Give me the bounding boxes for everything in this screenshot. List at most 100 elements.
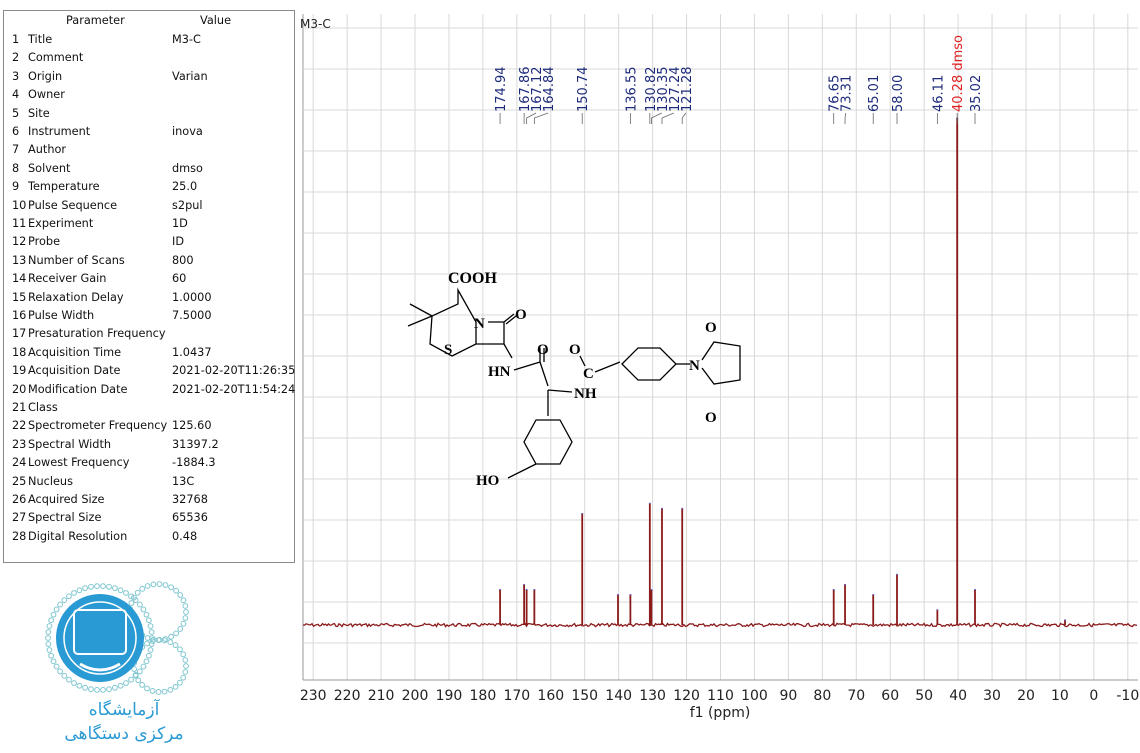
peak-label: 35.02 — [969, 75, 984, 112]
parameter-row-number: 27 — [12, 511, 27, 525]
logo-bead — [180, 651, 187, 658]
parameter-row-name: Title — [28, 33, 53, 46]
logo-bead — [182, 615, 189, 621]
logo-bead — [180, 620, 187, 627]
logo-bead — [132, 672, 139, 679]
x-tick-label: 130 — [639, 688, 666, 704]
logo-bead — [57, 668, 64, 675]
logo-bead — [144, 685, 150, 692]
parameter-row-value: 65536 — [172, 511, 208, 525]
structure-label-c: C — [583, 366, 594, 382]
logo-bead — [53, 606, 60, 613]
logo-laurel — [79, 662, 121, 672]
logo-bead — [139, 682, 146, 688]
structure-label-o-amide1: O — [537, 342, 549, 358]
logo-bead — [71, 680, 77, 686]
parameter-row-name: Author — [28, 143, 67, 157]
logo-bead — [66, 676, 72, 683]
logo-bead — [145, 652, 152, 659]
parameter-row-number: 4 — [12, 88, 20, 102]
logo-bead — [88, 686, 94, 693]
structure-label-n-maleimide: N — [689, 358, 700, 374]
peak-label: 73.31 — [840, 75, 855, 112]
logo-bead — [177, 679, 183, 686]
parameter-row-value: 2021-02-20T11:26:35 — [172, 364, 296, 378]
logo-bead — [106, 686, 112, 693]
logo-bead — [66, 593, 72, 600]
parameter-table-header: Parameter Value — [4, 13, 294, 29]
parameter-row-value: 60 — [172, 272, 187, 286]
parameter-row-name: Acquisition Date — [28, 364, 121, 378]
structure-label-nh: NH — [574, 386, 597, 402]
peak-label-connector — [844, 112, 847, 124]
logo-bead — [123, 590, 129, 596]
parameter-row-value: ID — [172, 235, 185, 249]
parameter-row-number: 3 — [12, 69, 20, 83]
logo-bead — [82, 684, 88, 691]
peak-label: 58.00 — [891, 75, 906, 112]
parameter-row-number: 5 — [12, 106, 20, 120]
logo-bead — [147, 647, 154, 653]
parameter-row-number: 21 — [12, 401, 27, 414]
logo-bead — [161, 637, 168, 644]
logo-text-line1: آزمایشگاه — [88, 700, 160, 720]
parameter-row-number: 8 — [12, 161, 20, 175]
logo-bead — [61, 672, 68, 679]
university-logo — [45, 581, 189, 695]
x-tick-label: 50 — [915, 688, 933, 704]
logo-bead — [100, 583, 106, 589]
logo-bead — [172, 683, 179, 690]
logo-text-line2: مرکزی دستگاهی — [64, 724, 184, 744]
logo-inner-ring — [63, 601, 137, 675]
header-value: Value — [200, 14, 232, 27]
parameter-row-value: 13C — [172, 474, 195, 488]
structure-ring — [523, 419, 573, 465]
parameter-row-value: -1884.3 — [172, 456, 216, 470]
logo-bead — [57, 601, 64, 608]
parameter-row-number: 23 — [12, 437, 27, 451]
x-tick-label: -10 — [1116, 688, 1139, 704]
parameter-row-value: 1.0437 — [172, 345, 212, 359]
logo-bead — [61, 597, 68, 604]
x-tick-label: 20 — [1017, 688, 1035, 704]
chart-grid — [302, 14, 1138, 680]
parameter-row-value: 32768 — [172, 493, 208, 506]
logo-bead — [88, 583, 94, 590]
header-parameter: Parameter — [66, 14, 125, 27]
logo-bead — [45, 629, 52, 635]
x-tick-label: 150 — [571, 688, 598, 704]
structure-label-o-lactam: O — [515, 307, 527, 323]
parameter-row-number: 11 — [12, 217, 27, 230]
peak-label: 130.82 — [644, 67, 659, 113]
logo-bead — [149, 635, 155, 641]
logo-bead — [177, 626, 184, 632]
logo-bead — [149, 688, 156, 694]
parameter-row-value: 800 — [172, 253, 194, 267]
parameter-row-number: 16 — [12, 309, 27, 322]
x-tick-label: 190 — [436, 688, 463, 704]
x-tick-label: 160 — [537, 688, 564, 704]
logo-bead — [50, 658, 57, 665]
peak-label: 65.01 — [867, 75, 882, 112]
logo-bead — [100, 687, 106, 693]
x-tick-label: 140 — [605, 688, 632, 704]
parameter-row-name: Presaturation Frequency — [28, 327, 166, 341]
parameter-row-value: 0.48 — [172, 529, 198, 543]
logo-bead — [145, 617, 152, 624]
logo-bead — [48, 652, 55, 659]
logo-bead — [173, 630, 180, 637]
parameter-row-name: Number of Scans — [28, 253, 125, 267]
structure-ring — [621, 347, 677, 381]
structure-label-s: S — [444, 342, 452, 358]
structure-bond — [547, 355, 621, 416]
logo-bead — [140, 606, 147, 613]
logo-bead — [155, 637, 162, 643]
